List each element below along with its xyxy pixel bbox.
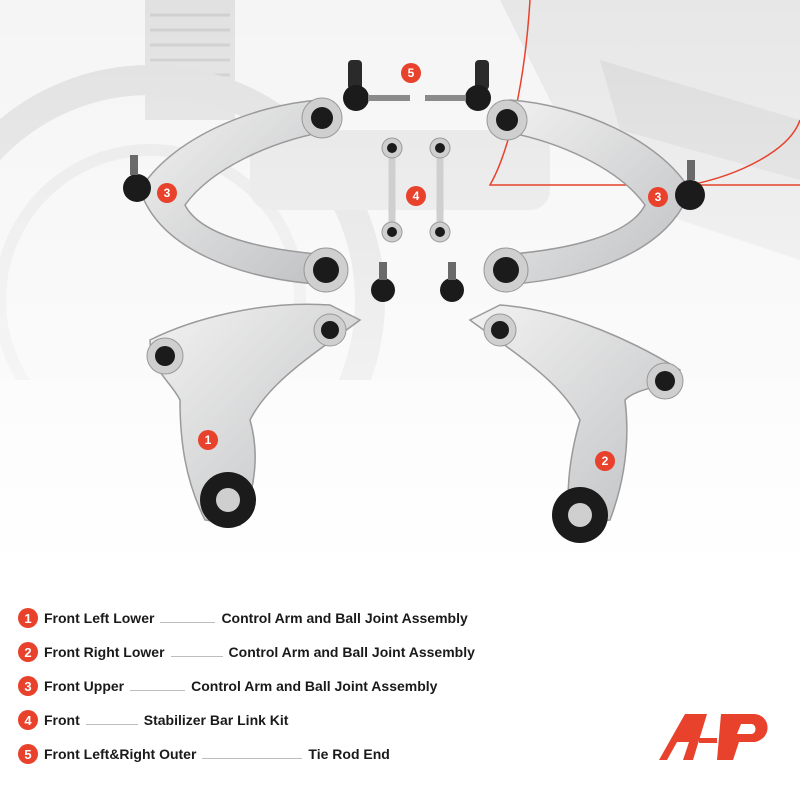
right-upper-control-arm [483,99,705,293]
svg-text:4: 4 [413,189,420,203]
legend-row-5: 5 Front Left&Right Outer Tie Rod End [18,741,390,767]
legend-row-2: 2 Front Right Lower Control Arm and Ball… [18,639,475,665]
legend-row-1: 1 Front Left Lower Control Arm and Ball … [18,605,468,631]
legend-part-desc: Stabilizer Bar Link Kit [143,712,289,728]
tie-rod-ends [343,60,491,111]
right-lower-control-arm [440,262,684,543]
legend-part-desc: Tie Rod End [308,746,390,762]
legend-part-name: Front Upper [44,678,125,694]
svg-text:5: 5 [408,66,415,80]
leader-line [202,757,303,759]
svg-text:3: 3 [655,190,662,204]
legend-part-name: Front Left&Right Outer [44,746,197,762]
legend-part-name: Front Right Lower [44,644,165,660]
callout-3-right: 3 [648,187,668,207]
callout-3-left: 3 [157,183,177,203]
legend-badge: 1 [18,608,38,628]
legend-part-name: Front [44,712,80,728]
svg-text:2: 2 [602,454,609,468]
left-upper-control-arm [123,97,349,293]
legend-row-3: 3 Front Upper Control Arm and Ball Joint… [18,673,437,699]
legend-part-desc: Control Arm and Ball Joint Assembly [191,678,438,694]
product-photo: 1 2 3 3 4 5 [0,0,800,580]
legend-row-4: 4 Front Stabilizer Bar Link Kit [18,707,288,733]
legend-part-name: Front Left Lower [44,610,155,626]
svg-text:1: 1 [205,433,212,447]
callout-1: 1 [198,430,218,450]
leader-line [130,689,186,691]
leader-line [85,723,138,725]
legend-part-desc: Control Arm and Ball Joint Assembly [221,610,468,626]
leader-line [170,655,223,657]
callout-4: 4 [406,186,426,206]
leader-line [160,621,216,623]
legend-badge: 4 [18,710,38,730]
svg-text:3: 3 [164,186,171,200]
callout-2: 2 [595,451,615,471]
stabilizer-links [381,137,451,243]
brand-logo [659,714,768,760]
legend-part-desc: Control Arm and Ball Joint Assembly [228,644,475,660]
legend-badge: 5 [18,744,38,764]
legend-badge: 2 [18,642,38,662]
callout-5: 5 [401,63,421,83]
left-lower-control-arm [146,262,395,528]
legend-badge: 3 [18,676,38,696]
